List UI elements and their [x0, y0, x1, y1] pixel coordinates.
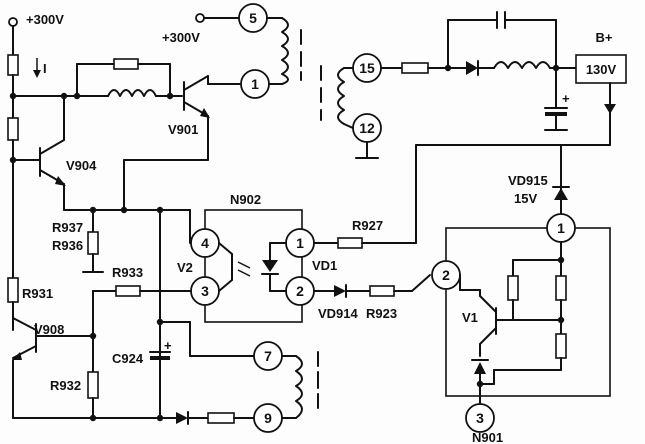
resistor-r931 — [7, 277, 19, 303]
svg-text:4: 4 — [201, 235, 209, 251]
svg-text:5: 5 — [249, 10, 257, 26]
label-n901: N901 — [472, 430, 503, 444]
label-n902: N902 — [230, 192, 261, 207]
label-r933: R933 — [112, 265, 143, 280]
opto-pin-3: 3 — [190, 276, 220, 306]
resistor-left-mid — [7, 117, 19, 141]
label-r936: R936 — [52, 238, 83, 253]
svg-text:1: 1 — [251, 76, 259, 92]
label-r937: R937 — [52, 220, 83, 235]
label-r923: R923 — [366, 306, 397, 321]
label-v908: V908 — [34, 322, 64, 337]
resistor-r923 — [369, 285, 395, 297]
inductor-output — [493, 61, 551, 69]
label-130v: 130V — [586, 62, 617, 77]
ic-n901 — [445, 227, 611, 397]
svg-text:1: 1 — [296, 235, 304, 251]
label-bplus: B+ — [596, 30, 613, 45]
feedback-winding — [295, 355, 303, 419]
label-15v: 15V — [514, 191, 537, 206]
label-r931: R931 — [22, 286, 53, 301]
svg-text:12: 12 — [359, 120, 375, 136]
transistor-v908 — [12, 317, 94, 360]
label-plus300v-mid: +300V — [162, 30, 200, 45]
svg-text:1: 1 — [557, 220, 565, 236]
label-vd915: VD915 — [508, 173, 548, 188]
optocoupler-n902 — [204, 209, 303, 323]
diode-vd914 — [334, 285, 346, 297]
terminal-9: 9 — [253, 403, 283, 433]
resistor-r927 — [337, 237, 363, 249]
label-vd1: VD1 — [312, 258, 337, 273]
svg-text:7: 7 — [264, 348, 272, 364]
terminal-15: 15 — [352, 53, 382, 83]
svg-text:+: + — [164, 338, 172, 353]
label-v1: V1 — [462, 310, 478, 325]
led-vd1 — [262, 260, 278, 272]
terminal-7: 7 — [253, 341, 283, 371]
label-v2: V2 — [177, 260, 193, 275]
plus300v-terminal-2 — [195, 13, 205, 23]
n901-pin-3: 3 — [465, 403, 495, 433]
label-c924: C924 — [112, 351, 144, 366]
label-r927: R927 — [352, 218, 383, 233]
svg-text:15: 15 — [359, 60, 375, 76]
svg-text:2: 2 — [296, 283, 304, 299]
resistor-r932 — [87, 371, 99, 399]
resistor-top-left — [7, 54, 19, 76]
opto-pin-1: 1 — [285, 228, 315, 258]
svg-text:+: + — [562, 91, 570, 106]
bplus-box — [575, 54, 627, 84]
rectifier-diode — [466, 61, 478, 75]
n901-pin-2: 2 — [431, 260, 461, 290]
svg-text:3: 3 — [201, 283, 209, 299]
diode-bottom — [176, 412, 188, 424]
terminal-1-transformer: 1 — [240, 69, 270, 99]
primary-winding — [281, 17, 289, 85]
transistor-v904 — [12, 95, 66, 211]
label-current: I — [43, 61, 47, 76]
label-vd914: VD914 — [318, 306, 359, 321]
plus300v-terminal — [8, 17, 18, 27]
label-r932: R932 — [50, 378, 81, 393]
svg-text:2: 2 — [442, 267, 450, 283]
label-plus300v-top: +300V — [26, 12, 64, 27]
secondary-winding — [337, 67, 345, 125]
opto-pin-4: 4 — [190, 228, 220, 258]
terminal-12: 12 — [352, 113, 382, 143]
n901-pin-1: 1 — [546, 213, 576, 243]
label-v904: V904 — [66, 158, 97, 173]
inductor-base — [107, 89, 157, 97]
resistor-r933 — [115, 285, 141, 297]
label-v901: V901 — [168, 122, 198, 137]
svg-text:3: 3 — [476, 410, 484, 426]
resistor-feedback — [113, 58, 139, 70]
transistor-v901 — [183, 75, 241, 161]
resistor-output — [401, 62, 429, 74]
resistor-r937 — [87, 231, 99, 255]
resistor-bottom — [207, 412, 235, 424]
opto-pin-2: 2 — [285, 276, 315, 306]
svg-text:9: 9 — [264, 410, 272, 426]
terminal-5: 5 — [238, 3, 268, 33]
zener-vd915 — [552, 169, 570, 215]
